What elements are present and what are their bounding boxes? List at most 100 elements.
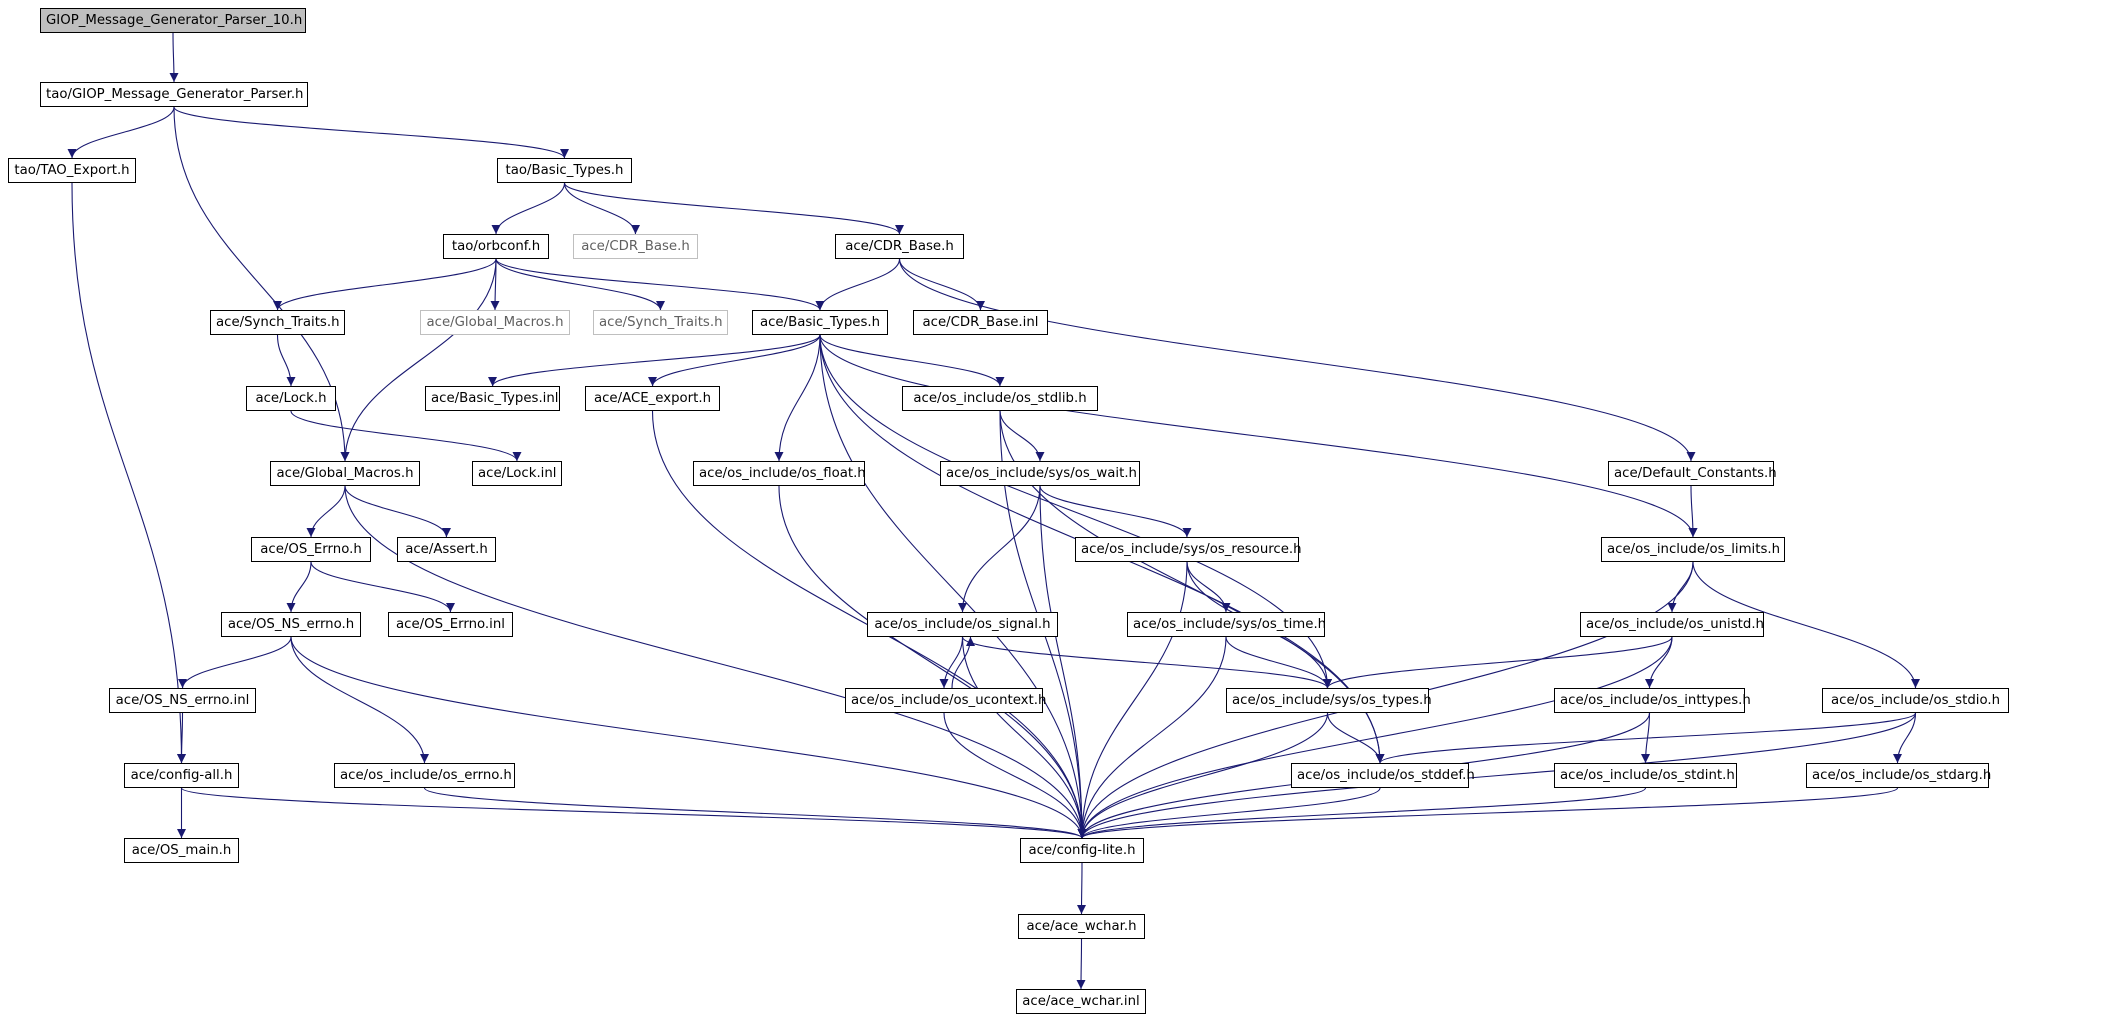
node-os-stdarg[interactable]: ace/os_include/os_stdarg.h bbox=[1806, 763, 1991, 788]
node-cdr-base-faded: ace/CDR_Base.h bbox=[573, 234, 698, 259]
edge-tao-orbconf-to-global-macros bbox=[340, 258, 497, 462]
node-ace-basic-types[interactable]: ace/Basic_Types.h bbox=[752, 310, 888, 335]
edge-default-constants-to-os-limits bbox=[1688, 485, 1698, 538]
node-ace-wchar-inl[interactable]: ace/ace_wchar.inl bbox=[1016, 989, 1146, 1014]
edge-os-errno-h-to-os-errno-inl bbox=[310, 561, 455, 613]
node-os-stddef[interactable]: ace/os_include/os_stddef.h bbox=[1291, 763, 1475, 788]
edge-os-unistd-to-config-lite bbox=[1077, 636, 1673, 839]
edge-tao-orbconf-to-synch-traits bbox=[273, 258, 497, 311]
node-os-time[interactable]: ace/os_include/sys/os_time.h bbox=[1127, 612, 1326, 637]
node-os-include-errno[interactable]: ace/os_include/os_errno.h bbox=[334, 763, 515, 788]
edge-os-stdlib-to-os-wait bbox=[999, 410, 1045, 462]
edge-os-ns-errno-to-os-include-errno bbox=[290, 636, 429, 764]
edge-cdr-base-to-ace-basic-types bbox=[815, 258, 901, 311]
node-os-limits[interactable]: ace/os_include/os_limits.h bbox=[1601, 537, 1785, 562]
node-os-unistd[interactable]: ace/os_include/os_unistd.h bbox=[1580, 612, 1764, 637]
node-global-macros[interactable]: ace/Global_Macros.h bbox=[270, 461, 420, 486]
edge-tao-export-to-config-all bbox=[71, 182, 186, 764]
edge-os-ucontext-to-config-lite bbox=[943, 712, 1087, 839]
node-assert[interactable]: ace/Assert.h bbox=[397, 537, 496, 562]
edge-os-wait-to-os-resource bbox=[1039, 485, 1192, 538]
node-tao-orbconf[interactable]: tao/orbconf.h bbox=[443, 234, 549, 259]
node-global-macros-faded: ace/Global_Macros.h bbox=[420, 310, 570, 335]
edge-os-include-errno-to-config-lite bbox=[423, 787, 1087, 839]
edge-os-signal-to-config-lite bbox=[961, 636, 1087, 839]
node-os-main[interactable]: ace/OS_main.h bbox=[124, 838, 239, 863]
edge-os-ns-errno-to-config-lite bbox=[290, 636, 1087, 839]
edge-tao-basic-types-to-tao-orbconf bbox=[491, 182, 566, 235]
edge-os-float-to-config-lite bbox=[778, 485, 1087, 839]
edge-os-limits-to-os-unistd bbox=[1667, 561, 1694, 613]
edge-os-ns-errno-to-os-ns-errno-inl bbox=[178, 636, 292, 689]
node-ace-wchar[interactable]: ace/ace_wchar.h bbox=[1018, 914, 1145, 939]
edge-ace-basic-types-to-config-lite bbox=[819, 334, 1087, 839]
node-config-all[interactable]: ace/config-all.h bbox=[124, 763, 239, 788]
node-os-errno-h[interactable]: ace/OS_Errno.h bbox=[251, 537, 371, 562]
edge-os-resource-to-config-lite bbox=[1077, 561, 1188, 839]
edge-ace-basic-types-to-basic-types-inl bbox=[488, 334, 821, 387]
edge-os-unistd-to-os-inttypes bbox=[1645, 636, 1673, 689]
edge-os-errno-h-to-os-ns-errno bbox=[286, 561, 312, 613]
node-tao-gmgp[interactable]: tao/GIOP_Message_Generator_Parser.h bbox=[40, 82, 308, 107]
node-os-float[interactable]: ace/os_include/os_float.h bbox=[693, 461, 866, 486]
edge-tao-basic-types-to-cdr-base bbox=[563, 182, 904, 235]
node-synch-traits[interactable]: ace/Synch_Traits.h bbox=[210, 310, 345, 335]
node-tao-basic-types[interactable]: tao/Basic_Types.h bbox=[497, 158, 632, 183]
node-os-types[interactable]: ace/os_include/sys/os_types.h bbox=[1226, 688, 1432, 713]
node-ace-export[interactable]: ace/ACE_export.h bbox=[585, 386, 720, 411]
edge-os-ns-errno-inl-to-config-all bbox=[177, 712, 187, 764]
edge-os-stdio-to-os-stddef bbox=[1375, 712, 1917, 764]
edge-os-stdarg-to-config-lite bbox=[1077, 787, 1899, 839]
node-os-ucontext[interactable]: ace/os_include/os_ucontext.h bbox=[845, 688, 1046, 713]
edge-os-stddef-to-config-lite bbox=[1077, 787, 1381, 839]
edge-tao-basic-types-to-cdr-base-faded bbox=[563, 182, 640, 235]
node-os-inttypes[interactable]: ace/os_include/os_inttypes.h bbox=[1554, 688, 1751, 713]
node-lock-inl[interactable]: ace/Lock.inl bbox=[472, 461, 562, 486]
edge-tao-gmgp-to-global-macros bbox=[173, 106, 350, 462]
node-basic-types-inl[interactable]: ace/Basic_Types.inl bbox=[425, 386, 560, 411]
edge-os-time-to-config-lite bbox=[1077, 636, 1227, 839]
edge-os-signal-to-os-ucontext bbox=[939, 636, 964, 689]
node-os-signal[interactable]: ace/os_include/os_signal.h bbox=[867, 612, 1058, 637]
node-default-constants[interactable]: ace/Default_Constants.h bbox=[1608, 461, 1777, 486]
edge-cdr-base-to-cdr-base-inl bbox=[898, 258, 985, 311]
node-lock[interactable]: ace/Lock.h bbox=[246, 386, 336, 411]
edge-tao-orbconf-to-ace-basic-types bbox=[495, 258, 825, 311]
node-os-stdint[interactable]: ace/os_include/os_stdint.h bbox=[1554, 763, 1737, 788]
node-config-lite[interactable]: ace/config-lite.h bbox=[1020, 838, 1144, 863]
edge-config-all-to-config-lite bbox=[180, 787, 1087, 839]
edge-lock-to-lock-inl bbox=[290, 410, 522, 462]
edge-ace-basic-types-to-os-float bbox=[774, 334, 821, 462]
edge-os-types-to-config-lite bbox=[1077, 712, 1329, 839]
edge-os-wait-to-os-signal bbox=[958, 485, 1041, 613]
node-os-ns-errno-inl[interactable]: ace/OS_NS_errno.inl bbox=[109, 688, 256, 713]
node-tao-export[interactable]: tao/TAO_Export.h bbox=[8, 158, 136, 183]
edge-ace-wchar-to-ace-wchar-inl bbox=[1076, 938, 1086, 990]
node-cdr-base-inl[interactable]: ace/CDR_Base.inl bbox=[913, 310, 1048, 335]
node-os-ns-errno[interactable]: ace/OS_NS_errno.h bbox=[221, 612, 361, 637]
edge-ace-basic-types-to-os-limits bbox=[819, 334, 1698, 538]
edge-config-lite-to-ace-wchar bbox=[1077, 862, 1087, 915]
edge-global-macros-to-config-lite bbox=[344, 485, 1087, 839]
edge-ace-basic-types-to-os-stdlib bbox=[819, 334, 1005, 387]
node-os-stdio[interactable]: ace/os_include/os_stdio.h bbox=[1822, 688, 2009, 713]
node-cdr-base[interactable]: ace/CDR_Base.h bbox=[835, 234, 964, 259]
edge-cdr-base-to-default-constants bbox=[898, 258, 1696, 462]
edge-tao-gmgp-to-tao-export bbox=[67, 106, 175, 159]
node-synch-traits-faded: ace/Synch_Traits.h bbox=[593, 310, 728, 335]
edge-os-signal-to-os-types bbox=[961, 636, 1332, 689]
node-os-errno-inl[interactable]: ace/OS_Errno.inl bbox=[388, 612, 513, 637]
edge-tao-gmgp-to-tao-basic-types bbox=[173, 106, 569, 159]
edge-os-wait-to-config-lite bbox=[1039, 485, 1087, 839]
node-os-stdlib[interactable]: ace/os_include/os_stdlib.h bbox=[902, 386, 1098, 411]
node-root[interactable]: GIOP_Message_Generator_Parser_10.h bbox=[40, 8, 306, 33]
edge-os-unistd-to-os-types bbox=[1323, 636, 1673, 689]
edge-global-macros-to-os-errno-h bbox=[306, 485, 346, 538]
edge-synch-traits-to-lock bbox=[276, 334, 296, 387]
edge-global-macros-to-assert bbox=[344, 485, 451, 538]
edge-tao-orbconf-to-synch-traits-faded bbox=[495, 258, 665, 311]
node-os-resource[interactable]: ace/os_include/sys/os_resource.h bbox=[1075, 537, 1302, 562]
edge-root-to-tao-gmgp bbox=[169, 32, 179, 83]
node-os-wait[interactable]: ace/os_include/sys/os_wait.h bbox=[940, 461, 1140, 486]
